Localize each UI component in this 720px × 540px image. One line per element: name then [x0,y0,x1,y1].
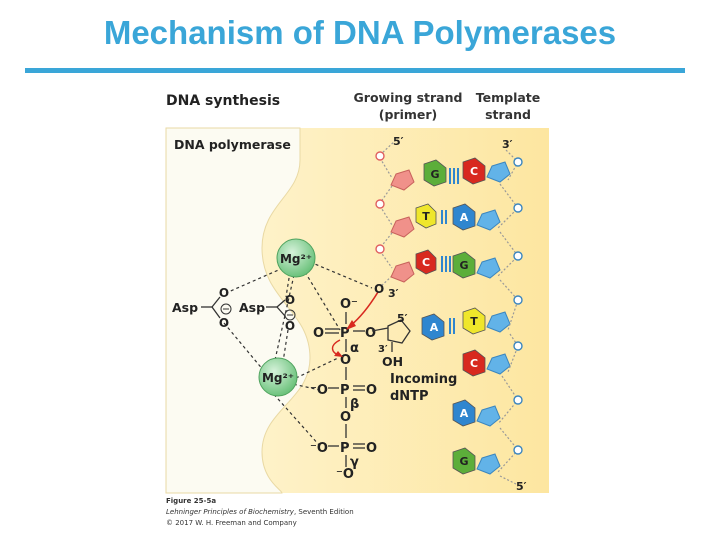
mg-ion-2 [258,357,298,397]
triphosphate: O⁻ O P O α O ⁻O P O β O ⁻O P O γ ⁻O [310,297,377,482]
primer-base-3: C [422,256,430,269]
svg-text:O: O [366,441,377,456]
svg-text:⁻O: ⁻O [336,467,354,482]
svg-text:⁻O: ⁻O [310,383,328,398]
caption-book: Lehninger Principles of Biochemistry, Se… [166,508,354,516]
caption-copyright: © 2017 W. H. Freeman and Company [166,519,297,527]
growing-strand-label: Growing strand [354,90,463,105]
dntp-base: A [430,321,439,334]
svg-text:O: O [366,383,377,398]
asp-2-label: Asp [239,300,265,315]
template-base-7: G [459,455,468,468]
template-bases [452,157,486,475]
template-base-1: C [470,165,478,178]
primer-bases [415,159,447,275]
svg-text:O: O [340,410,351,425]
oh-label: OH [382,354,403,369]
title-underline [25,68,685,73]
beta-label: β [350,397,359,412]
svg-text:O⁻: O⁻ [340,297,358,312]
svg-text:P: P [340,326,350,341]
mg-ion-1 [276,238,316,278]
primer-sugars [390,169,415,283]
dntp-label: dNTP [390,389,429,404]
template-strand-label-2: strand [485,107,531,122]
template-strand-label: Template [476,90,541,105]
svg-text:⁻O: ⁻O [310,441,328,456]
primer-base-1: G [430,168,439,181]
slide-title: Mechanism of DNA Polymerases [103,14,617,51]
mg-ion-1-label: Mg²⁺ [280,252,312,266]
dntp-3-prime: 3′ [378,344,388,355]
svg-text:O: O [219,316,229,330]
dntp-5-prime: 5′ [397,312,408,325]
primer-3-prime-end: 3′ [388,287,399,300]
asp-residue-2: Asp O O [239,293,296,333]
svg-text:O: O [340,353,351,368]
incoming-label: Incoming [390,372,457,387]
template-5-prime: 5′ [516,480,527,493]
template-base-5: C [470,357,478,370]
template-sugars [476,161,511,475]
template-base-6: A [460,407,469,420]
primer-3-oxygen: O [374,282,384,296]
svg-text:O: O [285,293,295,307]
dna-polymerase-region [165,127,311,494]
svg-text:O: O [365,326,376,341]
asp-1-label: Asp [172,300,198,315]
svg-text:O: O [285,319,295,333]
figure-heading: DNA synthesis [166,93,280,109]
template-base-3: G [459,259,468,272]
caption-figure: Figure 25-5a [166,497,216,505]
growing-strand-primer-label: (primer) [379,107,438,122]
svg-text:P: P [340,383,350,398]
mg-ion-2-label: Mg²⁺ [262,371,294,385]
template-phosphates [513,157,523,455]
asp-residue-1: Asp O O [172,286,232,330]
hydrogen-bonds [441,168,459,334]
primer-phosphates [375,151,385,254]
primer-5-prime: 5′ [393,135,404,148]
svg-text:O: O [313,326,324,341]
caption-book-edition: , Seventh Edition [294,508,354,516]
svg-text:P: P [340,441,350,456]
alpha-label: α [350,341,359,356]
dntp-nucleotide [371,313,445,352]
template-3-prime: 3′ [502,138,513,151]
caption-book-title: Lehninger Principles of Biochemistry [166,508,295,516]
svg-text:O: O [219,286,229,300]
primer-base-2: T [422,210,430,223]
template-base-4: T [470,315,478,328]
gamma-label: γ [350,455,359,470]
template-base-2: A [460,211,469,224]
enzyme-label: DNA polymerase [174,137,291,152]
coordination-bonds [223,261,373,447]
